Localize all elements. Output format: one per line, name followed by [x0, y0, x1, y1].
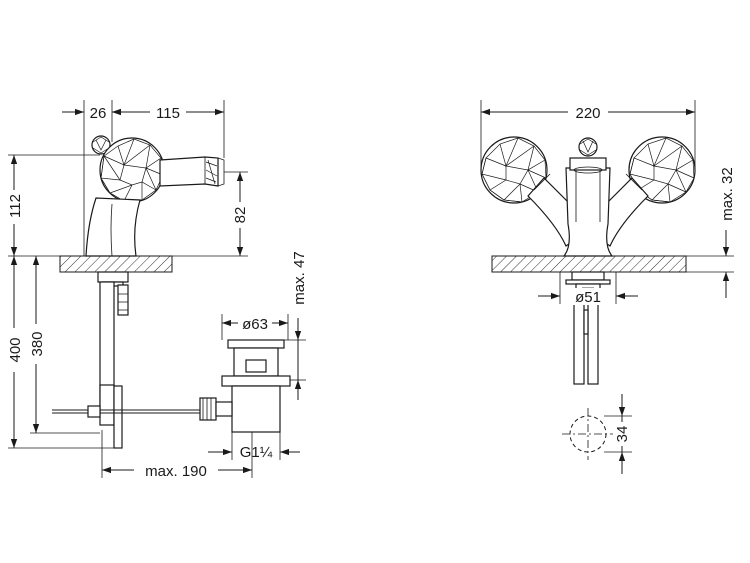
- side-drain: [199, 339, 291, 433]
- side-crystal-handle: [99, 137, 165, 203]
- side-body: [85, 197, 141, 257]
- dim-max-47: max. 47: [291, 251, 308, 304]
- dim-34: 34: [614, 426, 631, 443]
- side-knob: [91, 135, 111, 155]
- dim-max-190: max. 190: [145, 463, 207, 480]
- front-mount-hole: [562, 408, 614, 460]
- dim-max-32: max. 32: [719, 167, 736, 220]
- side-view: 26 115 112 82 400 380 max. 47 ø63 G1: [5, 100, 308, 480]
- dim-112: 112: [7, 194, 24, 218]
- dim-220: 220: [575, 105, 600, 122]
- dim-dia-51: ø51: [575, 289, 601, 306]
- side-countertop: [59, 255, 173, 273]
- front-countertop: [491, 255, 687, 273]
- dim-380: 380: [29, 331, 46, 356]
- side-spout: [159, 156, 225, 187]
- front-view: 220 max. 32 ø51 34: [480, 100, 736, 474]
- dim-400: 400: [7, 337, 24, 362]
- dim-dia-63: ø63: [242, 316, 268, 333]
- front-center-knob: [578, 137, 598, 157]
- side-mount-nut: [97, 271, 129, 283]
- dim-26: 26: [90, 105, 107, 122]
- dim-thread: G1¼: [240, 444, 273, 461]
- front-right-handle: [628, 136, 696, 204]
- front-center-body: [562, 167, 614, 257]
- dim-115: 115: [156, 105, 180, 122]
- dim-82: 82: [232, 207, 249, 224]
